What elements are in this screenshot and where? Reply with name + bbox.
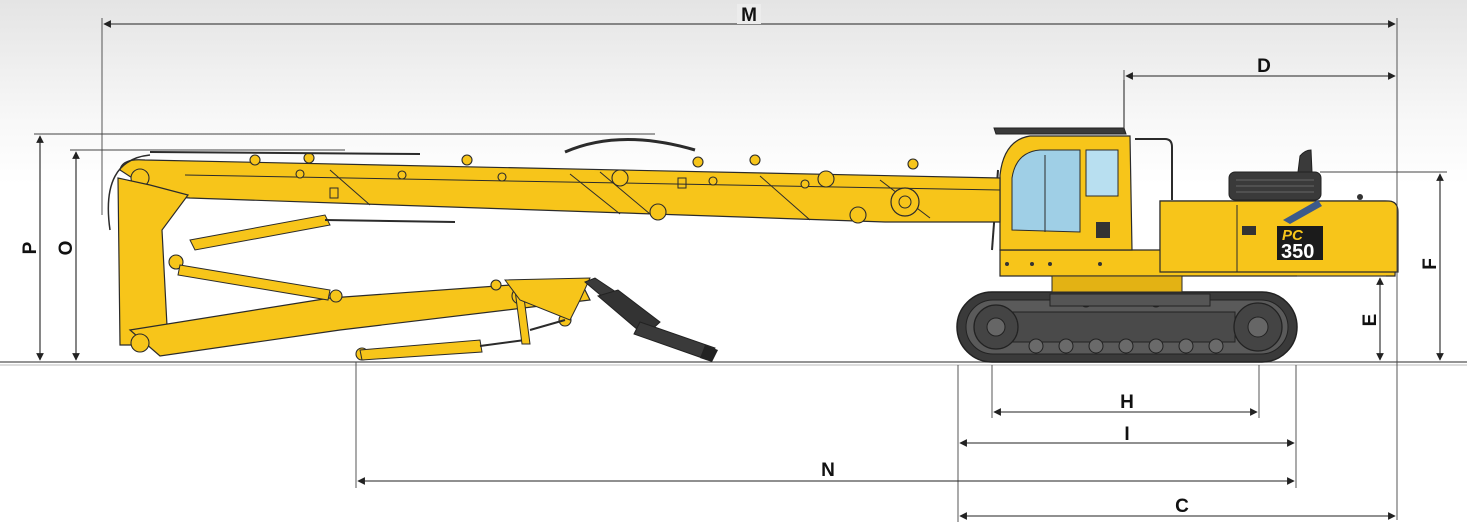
label-f: F bbox=[1420, 258, 1441, 270]
label-e: E bbox=[1360, 314, 1381, 327]
exhaust-stack bbox=[1297, 149, 1313, 173]
label-n: N bbox=[821, 460, 835, 481]
label-d: D bbox=[1257, 56, 1271, 77]
label-p: P bbox=[20, 241, 41, 254]
model-number: 350 bbox=[1281, 241, 1314, 263]
label-c: C bbox=[1175, 496, 1189, 517]
label-o: O bbox=[56, 241, 77, 256]
operator-cab bbox=[991, 80, 1173, 266]
label-i: I bbox=[1124, 424, 1129, 445]
model-prefix: PC bbox=[1282, 227, 1304, 244]
label-m: M bbox=[741, 5, 757, 26]
boom-foot-pin bbox=[890, 187, 920, 217]
track-undercarriage bbox=[956, 291, 1298, 363]
dimension-labels: M D H I N C P O F E bbox=[20, 4, 1441, 517]
excavator: PC 350 bbox=[107, 80, 1399, 363]
jib-and-arm bbox=[117, 177, 591, 361]
model-badge bbox=[1277, 226, 1323, 260]
upper-structure: PC 350 bbox=[999, 149, 1399, 293]
label-h: H bbox=[1120, 392, 1134, 413]
hydraulic-breaker bbox=[584, 277, 718, 362]
main-boom bbox=[107, 138, 1001, 231]
